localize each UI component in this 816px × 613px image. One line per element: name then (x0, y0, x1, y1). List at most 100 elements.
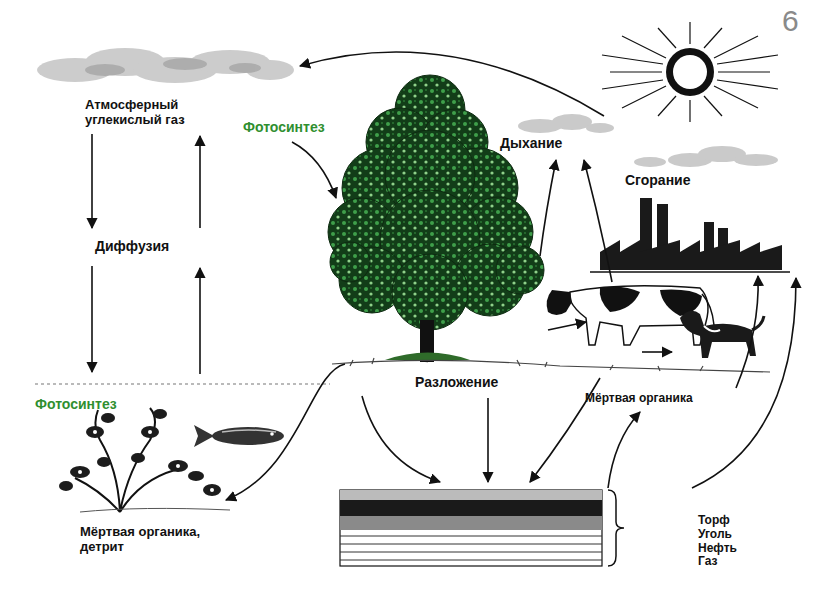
water-surface (35, 383, 330, 384)
factory (600, 240, 782, 270)
sun (704, 28, 722, 48)
seaweed (131, 453, 145, 463)
factory (590, 198, 790, 272)
factory (590, 271, 790, 273)
seaweed (59, 481, 73, 491)
flow-arrow (199, 136, 201, 228)
tree (328, 75, 544, 330)
process-label: Дыхание (500, 135, 562, 151)
seaweed (141, 426, 159, 438)
sun (622, 36, 666, 58)
flow-arrow (91, 266, 93, 372)
seaweed (93, 430, 97, 434)
process-label: Сгорание (625, 172, 691, 188)
slide-number: 6 (782, 4, 799, 39)
seaweed (168, 460, 188, 472)
sun (714, 36, 758, 58)
flow-arrow (642, 351, 672, 353)
flow-arrow (487, 398, 489, 482)
fossil-deposit (340, 536, 602, 537)
sun (689, 22, 690, 44)
sun (673, 55, 707, 89)
flow-arrow (91, 134, 93, 228)
flow-arrow (608, 412, 640, 488)
sun (717, 80, 778, 89)
pool-label: Мёртвая органика (585, 392, 693, 406)
smoke (552, 114, 592, 130)
sun (714, 86, 758, 108)
sun (666, 48, 714, 96)
sun (717, 55, 778, 64)
process-label: Разложение (415, 374, 498, 390)
process-label: Диффузия (95, 238, 169, 254)
sun (658, 28, 676, 48)
fossil-deposit (340, 560, 602, 561)
fossil-deposit (340, 490, 602, 500)
flow-arrow (548, 322, 586, 330)
fossil-deposit (338, 486, 638, 570)
ground (332, 358, 770, 372)
sun (602, 22, 778, 122)
cow (600, 287, 640, 312)
fossil-deposit (340, 500, 602, 516)
tree (385, 353, 470, 361)
tree (392, 254, 468, 330)
seaweed (176, 464, 180, 468)
atmosphere-pool (37, 48, 294, 83)
fossil-deposit (340, 552, 602, 553)
smoke (734, 154, 778, 166)
dog (680, 311, 756, 358)
ground (350, 358, 703, 371)
flow-arrow (226, 364, 345, 500)
flow-arrow (584, 160, 612, 282)
pool-label: Мёртвая органика, детрит (80, 525, 220, 555)
fossil-deposit: Торф Уголь Нефть Газ (338, 486, 768, 573)
fossil-deposit (340, 490, 602, 566)
flow-arrow (540, 160, 556, 256)
seaweed (70, 466, 90, 478)
flow-arrow (362, 396, 440, 482)
seaweed (210, 488, 214, 492)
seaweed (78, 430, 214, 492)
sun (602, 55, 663, 64)
sun (602, 80, 663, 89)
dog (680, 311, 764, 358)
sun (602, 22, 778, 122)
smoke (634, 157, 666, 167)
atmosphere-pool (163, 58, 207, 70)
sun (689, 100, 690, 122)
fossil-deposit (608, 490, 624, 566)
sun (718, 71, 770, 72)
pool-label: Торф Уголь Нефть Газ (698, 514, 748, 569)
atmosphere-pool: Атмосферный углекислый газ (35, 40, 297, 132)
flow-arrow (736, 276, 758, 388)
flow-arrow (199, 268, 201, 374)
atmosphere-pool (85, 64, 125, 76)
seaweed (101, 413, 115, 423)
fossil-deposit (340, 516, 602, 530)
smoke (586, 123, 614, 133)
fish (270, 432, 274, 436)
ground (332, 360, 770, 372)
flow-arrow (300, 52, 604, 116)
fish (222, 430, 276, 432)
process-label: Фотосинтез (243, 119, 325, 135)
fossil-deposit (340, 536, 602, 560)
pool-label: Атмосферный углекислый газ (85, 98, 235, 128)
seaweed (59, 408, 230, 512)
atmosphere-pool (35, 40, 297, 92)
seaweed (80, 508, 230, 512)
cow (702, 294, 714, 325)
cow (547, 290, 572, 315)
fossil-deposit (340, 544, 602, 545)
seaweed (203, 484, 221, 496)
seaweed (188, 471, 204, 481)
seaweed (59, 409, 221, 496)
tree (328, 75, 544, 362)
tree (496, 246, 544, 294)
seaweed (78, 470, 82, 474)
seaweed (75, 408, 175, 512)
seaweed (153, 409, 167, 419)
sun (658, 96, 676, 116)
process-label: Фотосинтез (35, 396, 117, 412)
